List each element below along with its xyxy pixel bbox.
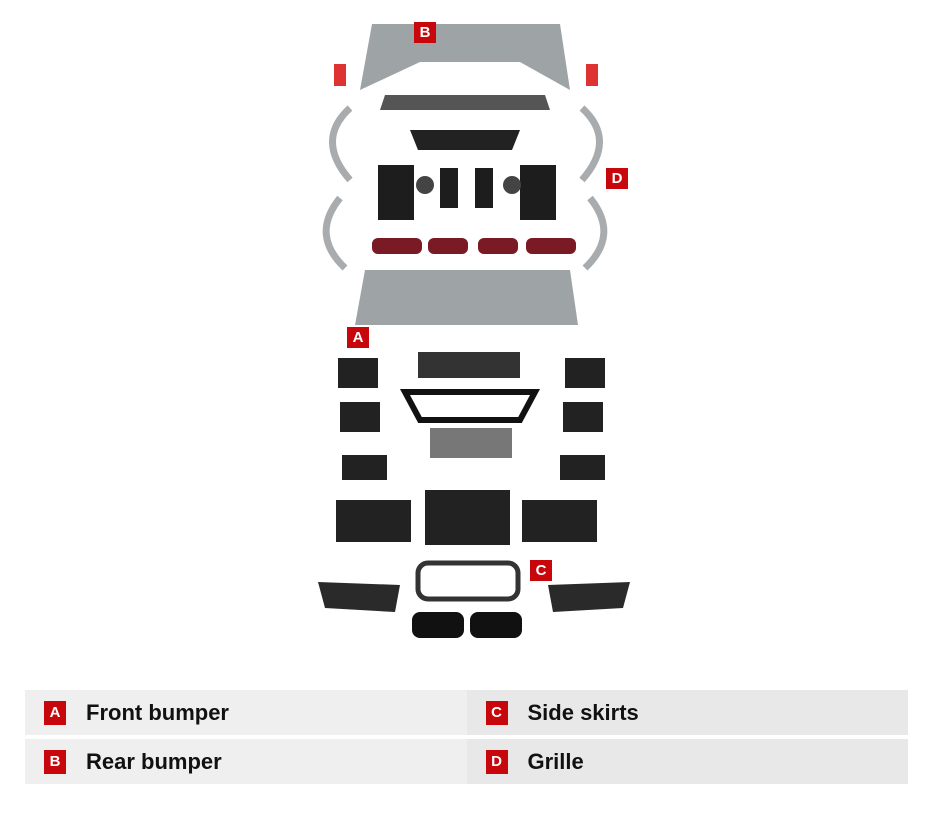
- kidney-grille: [412, 612, 522, 638]
- legend-item-rear-bumper: B Rear bumper: [25, 739, 467, 784]
- legend-key: A: [44, 700, 66, 725]
- headlights: [318, 582, 630, 612]
- reflector-right: [586, 64, 598, 86]
- legend-row: B Rear bumper D Grille: [25, 739, 908, 784]
- rear-diffuser: [380, 95, 550, 110]
- legend-key: D: [485, 749, 508, 774]
- rear-bumper: [360, 24, 570, 90]
- marker-b: B: [414, 22, 436, 43]
- reflector-left: [334, 64, 346, 86]
- body-kit-parts-illustration: [318, 24, 630, 638]
- legend-key: B: [44, 749, 66, 774]
- side-skirt-lower-right: [582, 195, 608, 271]
- legend-item-grille: D Grille: [466, 739, 908, 784]
- tail-lights: [372, 238, 576, 254]
- brackets-and-exhausts: [378, 165, 556, 220]
- legend-label: Rear bumper: [86, 748, 222, 774]
- legend-label: Side skirts: [527, 699, 639, 725]
- legend-row: A Front bumper C Side skirts: [25, 690, 908, 735]
- front-bumper: [355, 270, 578, 325]
- grille-frame: [415, 560, 521, 602]
- legend-item-front-bumper: A Front bumper: [25, 690, 467, 735]
- legend-label: Front bumper: [86, 699, 229, 725]
- marker-a: A: [347, 327, 369, 348]
- legend-key: C: [485, 700, 508, 725]
- legend-item-side-skirts: C Side skirts: [466, 690, 908, 735]
- marker-d: D: [606, 168, 628, 189]
- rear-insert: [410, 130, 520, 150]
- side-skirt-upper-right: [579, 105, 603, 183]
- vent-frames: [336, 358, 605, 545]
- side-skirt-upper-left: [329, 105, 353, 183]
- bumper-reinforcement: [430, 428, 512, 458]
- legend-label: Grille: [527, 748, 584, 774]
- front-grille-mesh: [418, 352, 520, 378]
- lower-grille-frame: [399, 389, 541, 423]
- marker-c: C: [530, 560, 552, 581]
- side-skirt-lower-left: [322, 195, 348, 271]
